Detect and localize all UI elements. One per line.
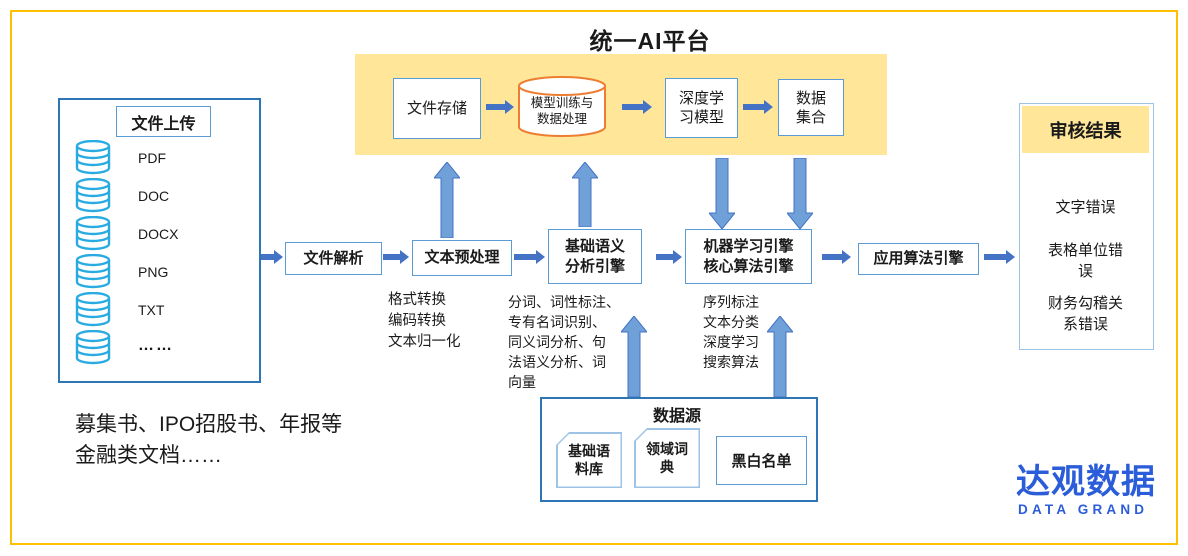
node-file-storage: 文件存储 xyxy=(393,78,481,139)
arrow-up-icon xyxy=(621,316,647,397)
file-type-label: DOC xyxy=(138,188,170,204)
node-ml-engine: 机器学习引擎 核心算法引擎 xyxy=(685,229,812,284)
result-item: 表格单位错 误 xyxy=(1047,242,1123,280)
ml-note: 序列标注 文本分类 深度学习 搜索算法 xyxy=(703,294,759,370)
arrow-right-icon xyxy=(383,250,409,264)
arrow-right-icon xyxy=(656,250,682,264)
database-icon xyxy=(75,140,111,175)
database-icon xyxy=(75,254,111,289)
database-icon xyxy=(75,330,111,365)
datasource-card-label: 领域词 典 xyxy=(635,429,699,487)
arrow-up-icon xyxy=(572,162,598,227)
node-text-preprocess: 文本预处理 xyxy=(412,240,512,276)
file-type-label: PDF xyxy=(138,150,166,166)
database-icon xyxy=(75,216,111,251)
arrow-right-icon xyxy=(486,100,514,114)
semantic-note: 分词、词性标注、 专有名词识别、 同义词分析、句 法语义分析、词 向量 xyxy=(508,294,620,390)
arrow-right-icon xyxy=(514,250,545,264)
database-cylinder-icon xyxy=(517,75,607,139)
arrow-right-icon xyxy=(622,100,652,114)
file-type-label: TXT xyxy=(138,302,165,318)
result-item: 文字错误 xyxy=(1055,199,1116,216)
arrow-up-icon xyxy=(767,316,793,397)
arrow-down-icon xyxy=(709,158,735,229)
datasource-title: 数据源 xyxy=(652,408,701,425)
node-semantic-engine: 基础语义 分析引擎 xyxy=(548,229,642,284)
node-model-training: 模型训练与 数据处理 xyxy=(530,96,594,126)
file-type-label: PNG xyxy=(138,264,169,280)
node-file-parsing: 文件解析 xyxy=(285,242,382,275)
arrow-right-icon xyxy=(822,250,851,264)
datagrand-logo: 达观数据 xyxy=(1016,462,1156,501)
file-type-label: DOCX xyxy=(138,226,179,242)
page-title: 统一AI平台 xyxy=(589,28,711,54)
node-dataset: 数据 集合 xyxy=(778,79,844,136)
datasource-card-dictionary: 领域词 典 xyxy=(634,428,700,488)
database-icon xyxy=(75,178,111,213)
datagrand-logo-subtitle: DATA GRAND xyxy=(1018,502,1149,517)
page-border xyxy=(10,10,1178,545)
database-icon xyxy=(75,292,111,327)
arrow-right-icon xyxy=(743,100,773,114)
arrow-right-icon xyxy=(984,250,1015,264)
document-types-caption: 募集书、IPO招股书、年报等 金融类文档…… xyxy=(75,413,343,467)
arrow-right-icon xyxy=(261,250,283,264)
file-type-label: …… xyxy=(138,337,174,354)
preprocess-note: 格式转换 编码转换 文本归一化 xyxy=(388,292,461,350)
node-applied-algorithm-engine: 应用算法引擎 xyxy=(858,243,979,275)
arrow-up-icon xyxy=(434,162,460,238)
result-panel-title: 审核结果 xyxy=(1022,106,1149,153)
datasource-card-corpus: 基础语 料库 xyxy=(556,432,622,488)
datasource-card-blackwhite-list: 黑白名单 xyxy=(716,436,807,485)
arrow-down-icon xyxy=(787,158,813,229)
upload-panel-title: 文件上传 xyxy=(116,106,211,137)
datasource-card-label: 基础语 料库 xyxy=(557,433,621,487)
node-deep-learning: 深度学 习模型 xyxy=(665,78,738,138)
result-item: 财务勾稽关 系错误 xyxy=(1047,295,1123,333)
